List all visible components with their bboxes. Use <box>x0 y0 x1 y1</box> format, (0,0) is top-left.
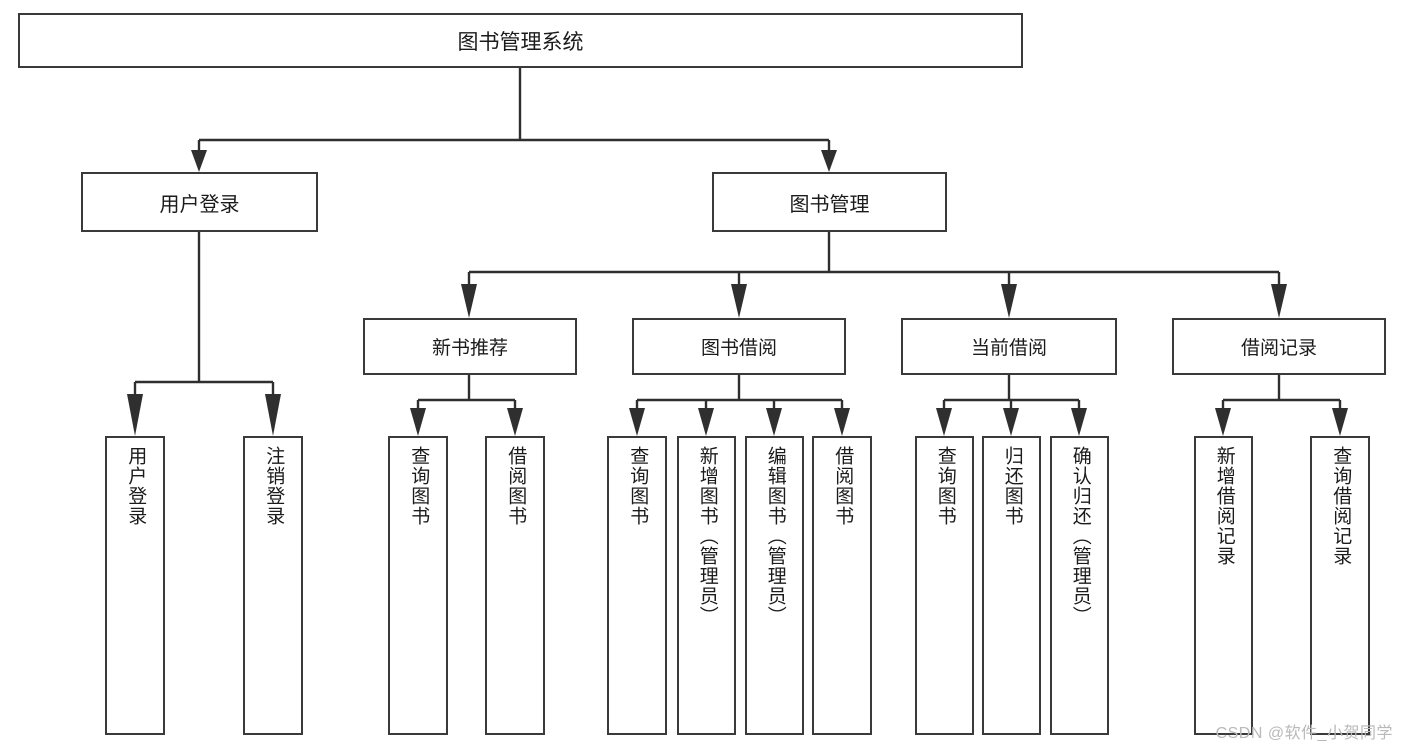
node-label: 编辑图书（管理员） <box>764 446 786 626</box>
node-label: 查询图书 <box>627 446 649 526</box>
node-label: 图书管理 <box>789 193 870 216</box>
leaf-query-book-newbook[interactable]: 查询图书 <box>388 436 448 735</box>
node-borrowing-record[interactable]: 借阅记录 <box>1172 318 1386 375</box>
node-label: 用户登录 <box>125 446 147 526</box>
node-root-book-management-system[interactable]: 图书管理系统 <box>18 13 1023 68</box>
arrow-to-record <box>1271 284 1287 318</box>
arrow-current-leaf2 <box>1003 408 1019 436</box>
leaf-add-book-admin[interactable]: 新增图书（管理员） <box>677 436 736 735</box>
arrow-record-leaf1 <box>1215 408 1231 436</box>
node-user-login[interactable]: 用户登录 <box>81 172 318 232</box>
leaf-user-login[interactable]: 用户登录 <box>105 436 165 735</box>
node-label: 查询图书 <box>408 446 430 526</box>
arrow-record-leaf2 <box>1332 408 1348 436</box>
arrow-login-leaf1 <box>127 394 143 436</box>
node-label: 归还图书 <box>1001 446 1023 526</box>
node-book-borrowing[interactable]: 图书借阅 <box>632 318 846 375</box>
leaf-return-book[interactable]: 归还图书 <box>982 436 1041 735</box>
arrow-borrow-leaf2 <box>698 408 714 436</box>
leaf-confirm-return-admin[interactable]: 确认归还（管理员） <box>1050 436 1109 735</box>
node-label: 借阅图书 <box>832 446 854 526</box>
leaf-query-borrowing-record[interactable]: 查询借阅记录 <box>1310 436 1370 735</box>
arrow-newbook-leaf2 <box>507 408 523 436</box>
arrow-newbook-leaf1 <box>410 408 426 436</box>
node-book-management[interactable]: 图书管理 <box>712 172 947 232</box>
leaf-add-borrowing-record[interactable]: 新增借阅记录 <box>1194 436 1253 735</box>
arrow-borrow-leaf4 <box>834 408 850 436</box>
node-label: 确认归还（管理员） <box>1069 446 1091 626</box>
node-label: 图书管理系统 <box>457 30 584 54</box>
node-label: 查询图书 <box>934 446 956 526</box>
node-label: 借阅记录 <box>1240 338 1317 359</box>
leaf-logout[interactable]: 注销登录 <box>243 436 303 735</box>
csdn-watermark: CSDN @软件_小贺同学 <box>1215 725 1393 742</box>
leaf-edit-book-admin[interactable]: 编辑图书（管理员） <box>745 436 804 735</box>
leaf-query-book-borrowing[interactable]: 查询图书 <box>607 436 667 735</box>
node-label: 查询借阅记录 <box>1330 446 1352 566</box>
arrow-root-to-bookmgmt <box>821 150 837 172</box>
node-label: 注销登录 <box>263 446 285 526</box>
arrow-borrow-leaf3 <box>766 408 782 436</box>
arrow-to-borrow <box>731 284 747 318</box>
node-label: 当前借阅 <box>970 338 1047 359</box>
node-new-book-recommendation[interactable]: 新书推荐 <box>363 318 577 375</box>
node-label: 新增借阅记录 <box>1213 446 1235 566</box>
leaf-borrow-book-borrowing[interactable]: 借阅图书 <box>812 436 872 735</box>
arrow-current-leaf1 <box>936 408 952 436</box>
node-label: 用户登录 <box>159 193 240 216</box>
node-label: 图书借阅 <box>700 338 777 359</box>
arrow-to-current <box>1001 284 1017 318</box>
arrow-login-leaf2 <box>265 394 281 436</box>
node-label: 借阅图书 <box>505 446 527 526</box>
node-label: 新书推荐 <box>431 338 508 359</box>
arrow-borrow-leaf1 <box>629 408 645 436</box>
arrow-to-newbook <box>461 284 477 318</box>
arrow-current-leaf3 <box>1071 408 1087 436</box>
leaf-query-book-current[interactable]: 查询图书 <box>915 436 974 735</box>
node-label: 新增图书（管理员） <box>696 446 718 626</box>
arrow-root-to-login <box>191 150 207 172</box>
node-current-borrowing[interactable]: 当前借阅 <box>901 318 1117 375</box>
leaf-borrow-book-newbook[interactable]: 借阅图书 <box>485 436 545 735</box>
